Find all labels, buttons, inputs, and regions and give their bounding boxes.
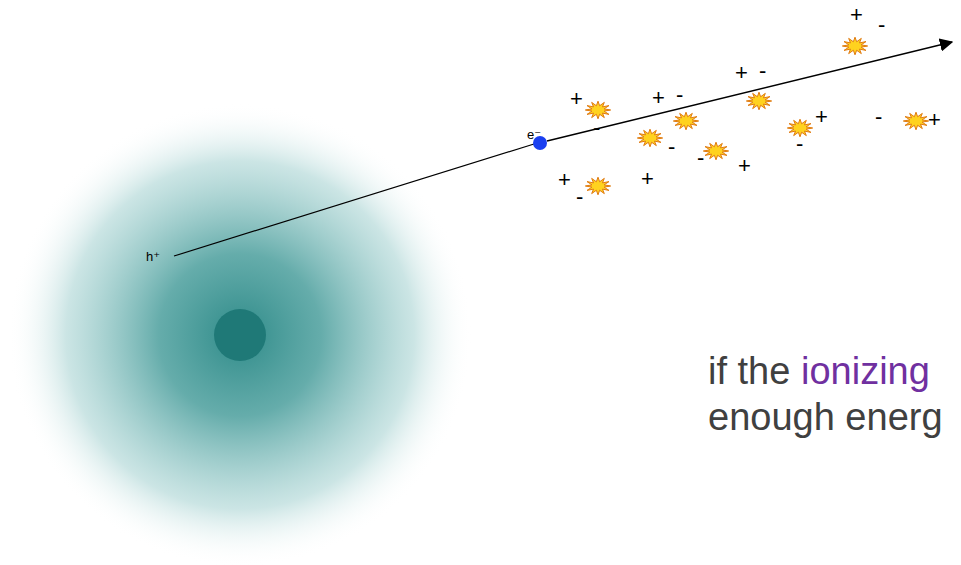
ionization-burst bbox=[637, 129, 662, 147]
ionization-burst bbox=[903, 112, 928, 130]
charge-sign: - bbox=[576, 186, 583, 208]
charge-sign: - bbox=[697, 147, 704, 169]
ionization-burst bbox=[673, 112, 698, 130]
caption-text: if the bbox=[708, 352, 790, 390]
charge-sign: + bbox=[735, 62, 748, 84]
charge-sign: + bbox=[738, 155, 751, 177]
charge-sign: - bbox=[593, 117, 600, 139]
ionization-burst bbox=[703, 142, 728, 160]
charge-sign: + bbox=[850, 4, 863, 26]
electron-cloud bbox=[8, 103, 472, 565]
charge-sign: + bbox=[570, 88, 583, 110]
charge-sign: + bbox=[815, 106, 828, 128]
caption-highlight: ionizing bbox=[801, 352, 930, 390]
charge-sign: - bbox=[668, 136, 675, 158]
electron-track bbox=[547, 42, 952, 141]
charge-sign: + bbox=[558, 169, 571, 191]
charge-sign: - bbox=[878, 14, 885, 36]
particle-label: h⁺ bbox=[146, 250, 160, 263]
charge-sign: + bbox=[652, 87, 665, 109]
charge-sign: - bbox=[676, 84, 683, 106]
ionization-burst bbox=[746, 92, 771, 110]
charge-sign: + bbox=[928, 109, 941, 131]
charge-sign: - bbox=[759, 60, 766, 82]
caption-text: enough energ bbox=[708, 398, 943, 436]
charge-sign: - bbox=[875, 106, 882, 128]
charge-sign: + bbox=[641, 168, 654, 190]
ionization-burst bbox=[842, 37, 867, 55]
charge-sign: - bbox=[796, 133, 803, 155]
incoming-track bbox=[174, 144, 534, 256]
ionization-burst bbox=[585, 177, 610, 195]
nucleus bbox=[214, 309, 266, 361]
particle-label: e⁻ bbox=[527, 128, 541, 141]
